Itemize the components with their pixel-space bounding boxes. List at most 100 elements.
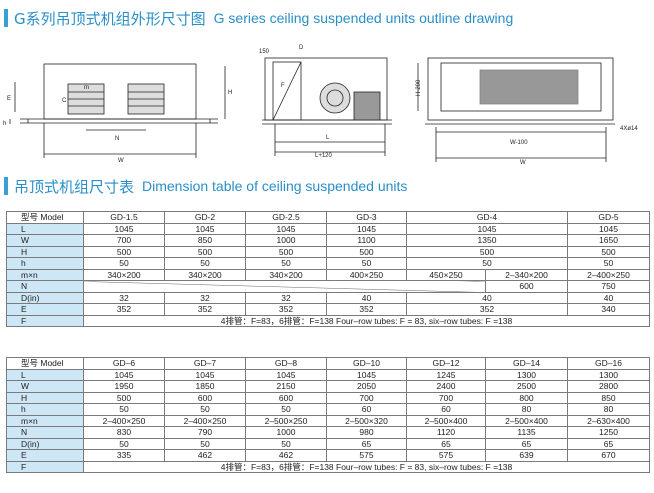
model-cell: GD–8 [245,357,327,370]
label-W: W [118,158,124,164]
cell: 50 [83,403,165,416]
table-row: L 1045 1045 1045 1045 1245 1300 1300 [6,368,650,381]
label-150: 150 [259,49,270,55]
row-label: 型号 Model [6,211,84,224]
header-title-cn: G系列吊顶式机组外形尺寸图 [14,9,206,28]
cell: 50 [245,257,327,270]
cell: 980 [326,426,407,439]
table-row: D(in) 32 32 32 40 40 40 [6,291,650,304]
cell: 80 [567,403,650,416]
cell: 500 [83,391,165,404]
row-label: L [6,368,84,381]
label-hole: 4Xø14 [620,126,638,132]
cell: 1045 [326,368,407,381]
cell: 1000 [245,426,327,439]
cell: 50 [245,403,327,416]
table-row: W 1950 1850 2150 2050 2400 2500 2800 [6,380,650,393]
table-row: W 700 850 1000 1100 1350 1650 [6,234,650,247]
model-cell: GD-5 [567,211,650,224]
cell: 1045 [164,368,246,381]
cell: 2150 [245,380,327,393]
label-N: N [115,136,119,142]
cell: 340 [567,303,650,316]
cell: 500 [245,245,327,258]
cell: 2050 [326,380,407,393]
label-Wtop: W [520,160,526,166]
cell: 1045 [245,368,327,381]
model-cell: GD–6 [83,357,165,370]
table-row: E 352 352 352 352 352 340 [6,303,650,316]
cell: 352 [326,303,407,316]
cell: 80 [485,403,568,416]
header-title-en: G series ceiling suspended units outline… [213,10,514,26]
row-label: N [6,280,84,293]
front-view [9,63,226,158]
cell: 1300 [485,368,568,381]
cell: 352 [245,303,327,316]
label-W100: W-100 [510,140,528,146]
cell: 60 [326,403,407,416]
label-L: L [326,135,330,141]
table-row: 型号 Model GD-1.5 GD-2 GD-2.5 GD-3 GD-4 GD… [6,211,650,224]
cell: 340×200 [83,268,165,281]
cell: 850 [567,391,650,404]
cell: 335 [83,449,165,462]
cell: 2800 [567,380,650,393]
model-cell: GD-1.5 [83,211,165,224]
row-label: h [6,403,84,416]
section-header-dimensions: 吊顶式机组尺寸表 Dimension table of ceiling susp… [4,175,407,197]
cell: 600 [164,391,246,404]
cell: 500 [83,245,165,258]
label-L120: L+120 [315,153,333,159]
row-label: W [6,380,84,393]
cell: 790 [164,426,246,439]
cell: 1950 [83,380,165,393]
row-label: E [6,303,84,316]
cell: 1135 [485,426,568,439]
label-H: H [228,90,232,96]
cell: 500 [164,245,246,258]
cell: 600 [245,391,327,404]
cell: 850 [164,234,246,247]
cell: 50 [83,437,165,450]
outline-drawing: E H h C m N W 150 D F L L+120 H-200 W-10… [3,45,638,166]
table-row: m×n 2–400×250 2–400×250 2–500×250 2–500×… [6,414,650,427]
cell: 1120 [406,426,486,439]
dimension-table-1: 型号 Model GD-1.5 GD-2 GD-2.5 GD-3 GD-4 GD… [6,211,650,327]
row-label: m×n [6,268,84,281]
table-row: N 830 790 1000 980 1120 1135 1250 [6,426,650,439]
cell: 2–400×250 [567,268,650,281]
cell: 1045 [245,222,327,235]
cell: 575 [326,449,407,462]
cell: 2–500×400 [406,414,486,427]
empty-diagonal-cell [83,280,486,293]
cell: 1350 [406,234,568,247]
cell: 340×200 [164,268,246,281]
cell: 1250 [567,426,650,439]
cell: 1245 [406,368,486,381]
cell: 352 [406,303,568,316]
row-label: W [6,234,84,247]
table-row: N 600 750 [6,280,650,293]
cell: 1650 [567,234,650,247]
row-label: H [6,391,84,404]
cell: 1000 [245,234,327,247]
cell: 60 [406,403,486,416]
cell: 40 [567,291,650,304]
accent-bar [4,177,8,195]
model-cell: GD-3 [326,211,407,224]
cell: 1045 [83,368,165,381]
cell: 32 [245,291,327,304]
cell: 340×200 [245,268,327,281]
cell: 462 [164,449,246,462]
row-label: E [6,449,84,462]
cell: 500 [567,245,650,258]
model-cell: GD-2.5 [245,211,327,224]
row-label: H [6,245,84,258]
model-cell: GD–10 [326,357,407,370]
accent-bar [4,9,8,27]
label-E: E [7,96,11,102]
cell: 700 [406,391,486,404]
label-D: D [299,45,304,51]
section-header-outline: G系列吊顶式机组外形尺寸图 G series ceiling suspended… [4,7,513,29]
